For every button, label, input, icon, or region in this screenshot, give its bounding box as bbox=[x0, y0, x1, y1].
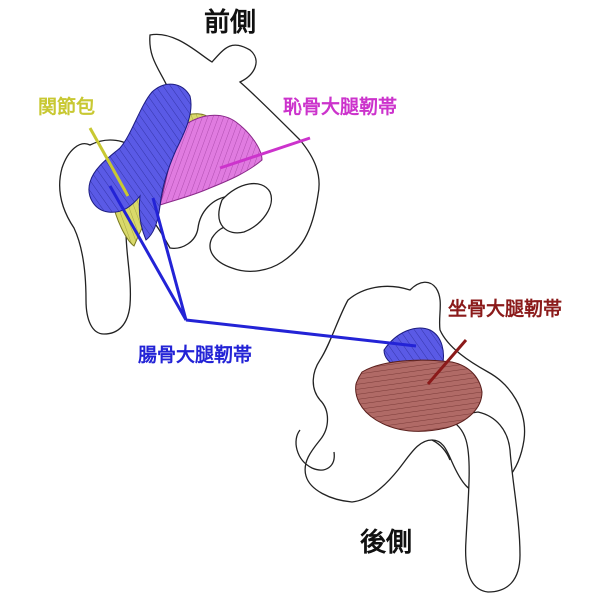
pubofemoral-leader bbox=[219, 136, 311, 170]
iliofemoral-ligament-label: 腸骨大腿靭帯 bbox=[138, 344, 253, 366]
joint-capsule-leader bbox=[88, 127, 130, 197]
ischiofemoral-ligament-label: 坐骨大腿靭帯 bbox=[448, 298, 563, 320]
pubofemoral-ligament-label: 恥骨大腿靭帯 bbox=[283, 96, 398, 118]
joint-capsule-label: 関節包 bbox=[38, 96, 96, 118]
pubofemoral-ligament-shape bbox=[159, 114, 263, 206]
anterior-view-title: 前側 bbox=[204, 8, 257, 38]
ischiofemoral-leader bbox=[426, 339, 468, 385]
iliofemoral-posterior-leader bbox=[185, 318, 417, 348]
posterior-view-title: 後側 bbox=[360, 528, 413, 558]
iliofemoral-ligament-shape bbox=[88, 83, 192, 241]
